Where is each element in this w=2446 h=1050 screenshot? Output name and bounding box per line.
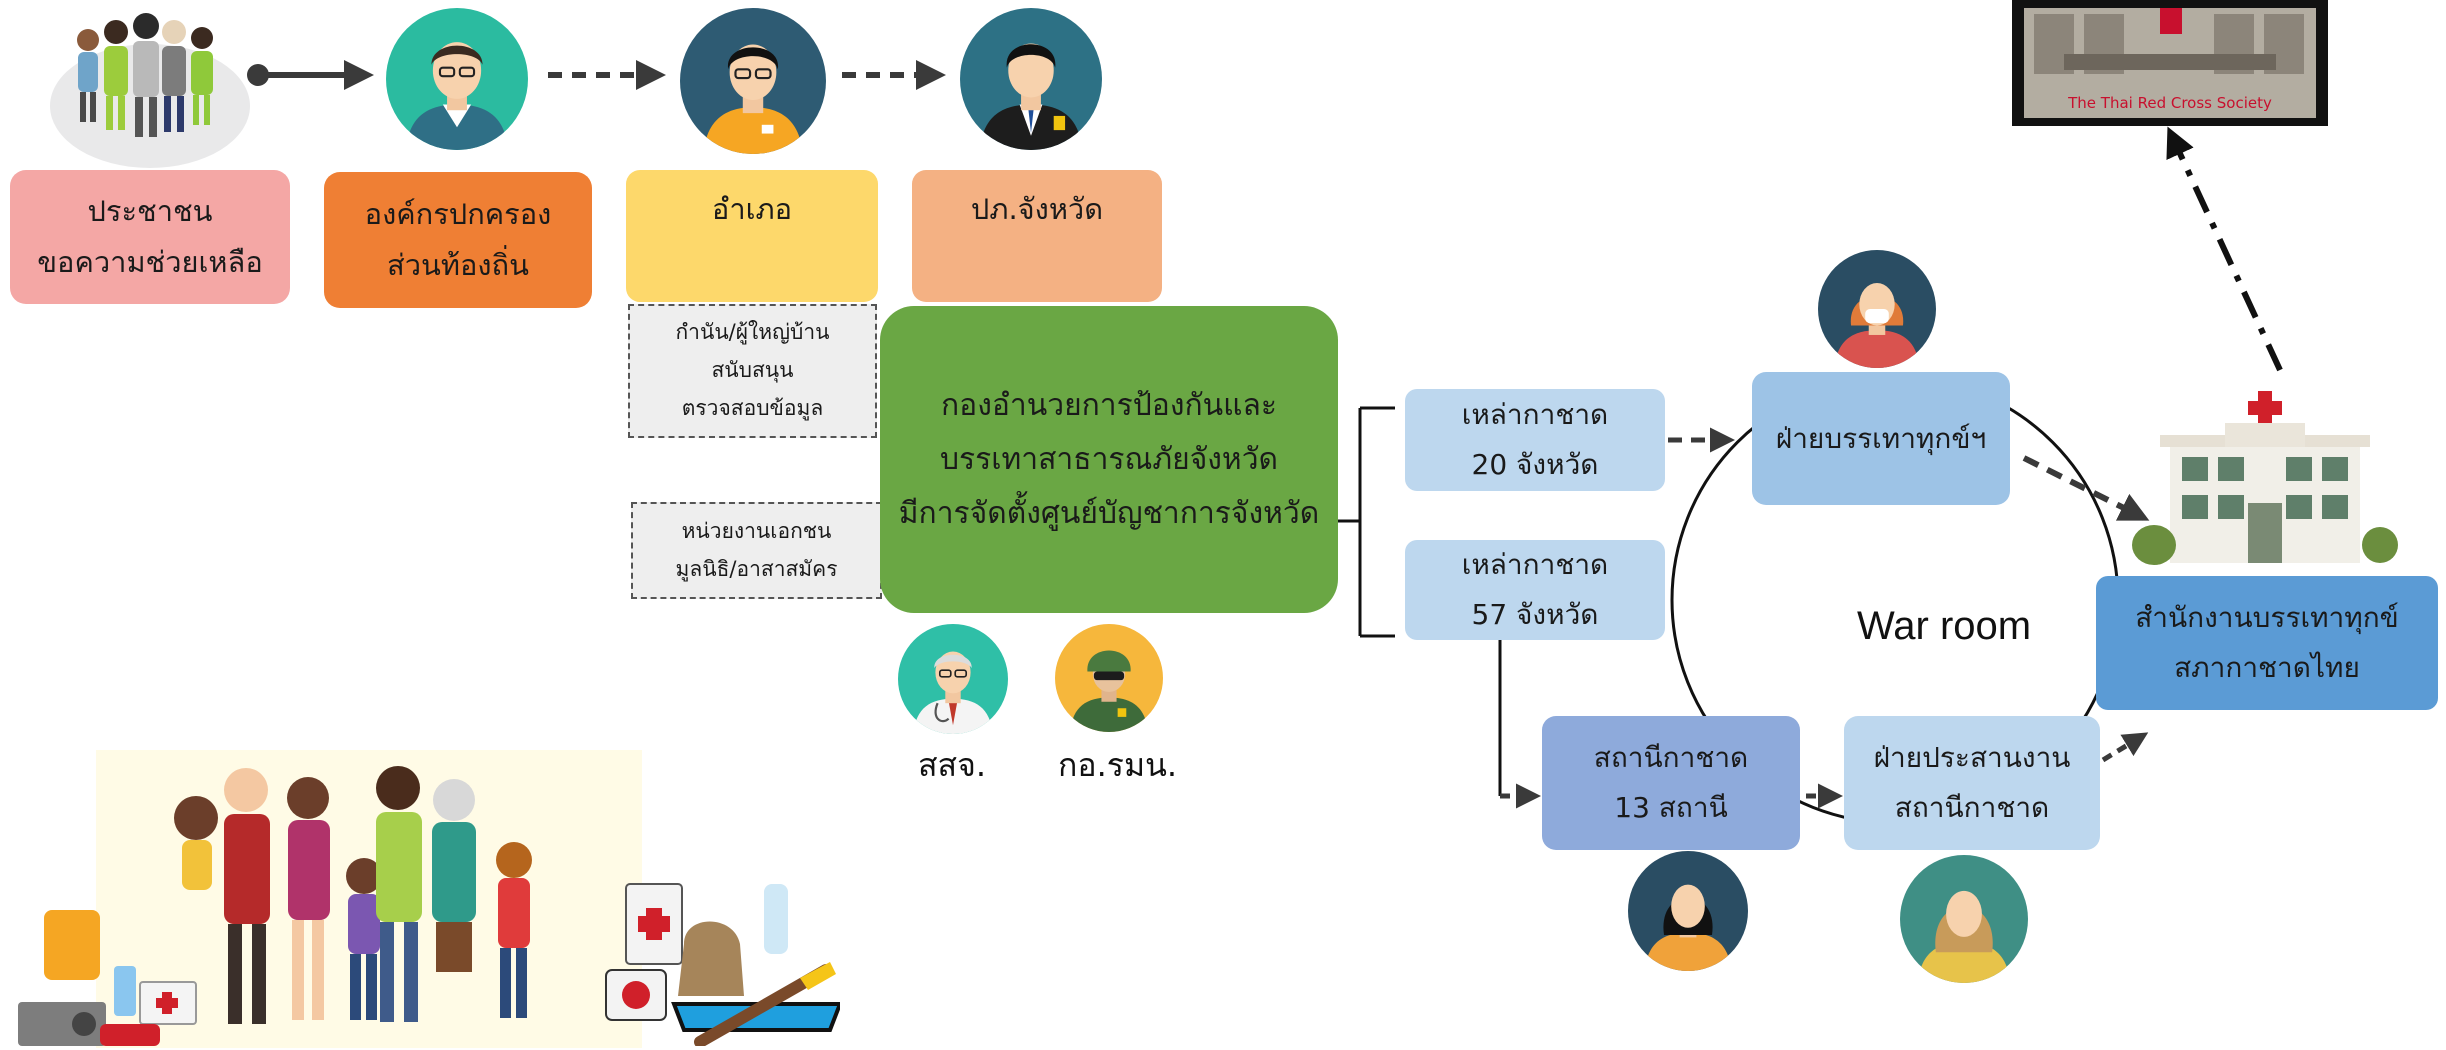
female-staff-icon [1628, 851, 1748, 971]
red-cross-building-image: The Thai Red Cross Society [2024, 8, 2316, 118]
doctor-icon [898, 624, 1008, 734]
people-line-2: ขอความช่วยเหลือ [37, 245, 263, 279]
relief-bureau-line-2: สภากาชาดไทย [2174, 651, 2360, 684]
arrow-hospital-to-logo [2166, 126, 2283, 372]
relief-division-box: ฝ่ายบรรเทาทุกข์ฯ [1752, 372, 2010, 505]
war-room-label: War room [1857, 604, 2032, 648]
local-gov-line-1: องค์กรปกครอง [364, 197, 552, 232]
private-sector-line-2: มูลนิธิ/อาสาสมัคร [675, 556, 838, 581]
station-coordination-box: ฝ่ายประสานงาน สถานีกาชาด [1844, 716, 2100, 850]
stations-13-box: สถานีกาชาด 13 สถานี [1542, 716, 1800, 850]
red-cross-logo: The Thai Red Cross Society [2012, 0, 2328, 126]
command-center-line-2: บรรเทาสาธารณภัยจังหวัด [939, 441, 1279, 477]
chapter-20-box: เหล่ากาชาด 20 จังหวัด [1405, 389, 1665, 491]
family-icon [96, 750, 642, 1048]
red-cross-logo-text: The Thai Red Cross Society [2068, 94, 2272, 112]
chapter-20-line-2: 20 จังหวัด [1471, 448, 1599, 481]
stations-13-line-2: 13 สถานี [1614, 791, 1728, 824]
people-line-1: ประชาชน [87, 194, 213, 229]
private-sector-note: หน่วยงานเอกชน มูลนิธิ/อาสาสมัคร [631, 502, 882, 599]
village-heads-line-2: สนับสนุน [711, 358, 794, 383]
chapter-57-line-1: เหล่ากาชาด [1461, 547, 1609, 581]
chapter-57-line-2: 57 จังหวัด [1471, 598, 1599, 631]
local-gov-box: องค์กรปกครอง ส่วนท้องถิ่น [324, 172, 592, 308]
province-admin-box: ปภ.จังหวัด [912, 170, 1162, 302]
village-heads-note: กำนัน/ผู้ใหญ่บ้าน สนับสนุน ตรวจสอบข้อมูล [628, 304, 877, 438]
village-heads-line-1: กำนัน/ผู้ใหญ่บ้าน [675, 320, 830, 345]
district-line-1: อำเภอ [711, 192, 793, 226]
private-sector-line-1: หน่วยงานเอกชน [681, 518, 832, 543]
officer-male-icon [680, 8, 826, 154]
relief-supplies-icon [14, 906, 204, 1048]
chapter-20-line-1: เหล่ากาชาด [1461, 397, 1609, 431]
province-admin-line-1: ปภ.จังหวัด [970, 192, 1104, 226]
district-box: อำเภอ [626, 170, 878, 302]
relief-division-line-1: ฝ่ายบรรเทาทุกข์ฯ [1775, 422, 1987, 455]
boat-icon [604, 874, 840, 1046]
people-group-icon [48, 6, 253, 172]
station-coordination-line-1: ฝ่ายประสานงาน [1873, 740, 2071, 774]
female-staff-icon [1900, 855, 2028, 983]
command-center-box: กองอำนวยการป้องกันและ บรรเทาสาธารณภัยจัง… [880, 306, 1338, 613]
station-coordination-line-2: สถานีกาชาด [1894, 791, 2050, 824]
relief-bureau-box: สำนักงานบรรเทาทุกข์ สภากาชาดไทย [2096, 576, 2438, 710]
village-heads-line-3: ตรวจสอบข้อมูล [681, 395, 824, 420]
relief-bureau-line-1: สำนักงานบรรเทาทุกข์ [2135, 600, 2399, 634]
local-gov-line-2: ส่วนท้องถิ่น [387, 248, 529, 282]
isoc-caption: กอ.รมน. [1058, 746, 1178, 784]
stations-13-line-1: สถานีกาชาด [1593, 740, 1749, 774]
command-center-line-3: มีการจัดตั้งศูนย์บัญชาการจังหวัด [898, 495, 1320, 531]
governor-icon [960, 8, 1102, 150]
hospital-icon [2130, 385, 2400, 567]
female-staff-icon [1818, 250, 1936, 368]
arrow-relief-to-hospital [2022, 455, 2150, 521]
health-caption: สสจ. [918, 746, 986, 784]
soldier-icon [1055, 624, 1163, 732]
people-box: ประชาชน ขอความช่วยเหลือ [10, 170, 290, 304]
official-male-icon [386, 8, 528, 150]
arrow-coordination-to-bureau [2101, 732, 2149, 763]
command-center-line-1: กองอำนวยการป้องกันและ [941, 387, 1277, 423]
chapter-57-box: เหล่ากาชาด 57 จังหวัด [1405, 540, 1665, 640]
bracket-chapters [1338, 406, 1395, 638]
